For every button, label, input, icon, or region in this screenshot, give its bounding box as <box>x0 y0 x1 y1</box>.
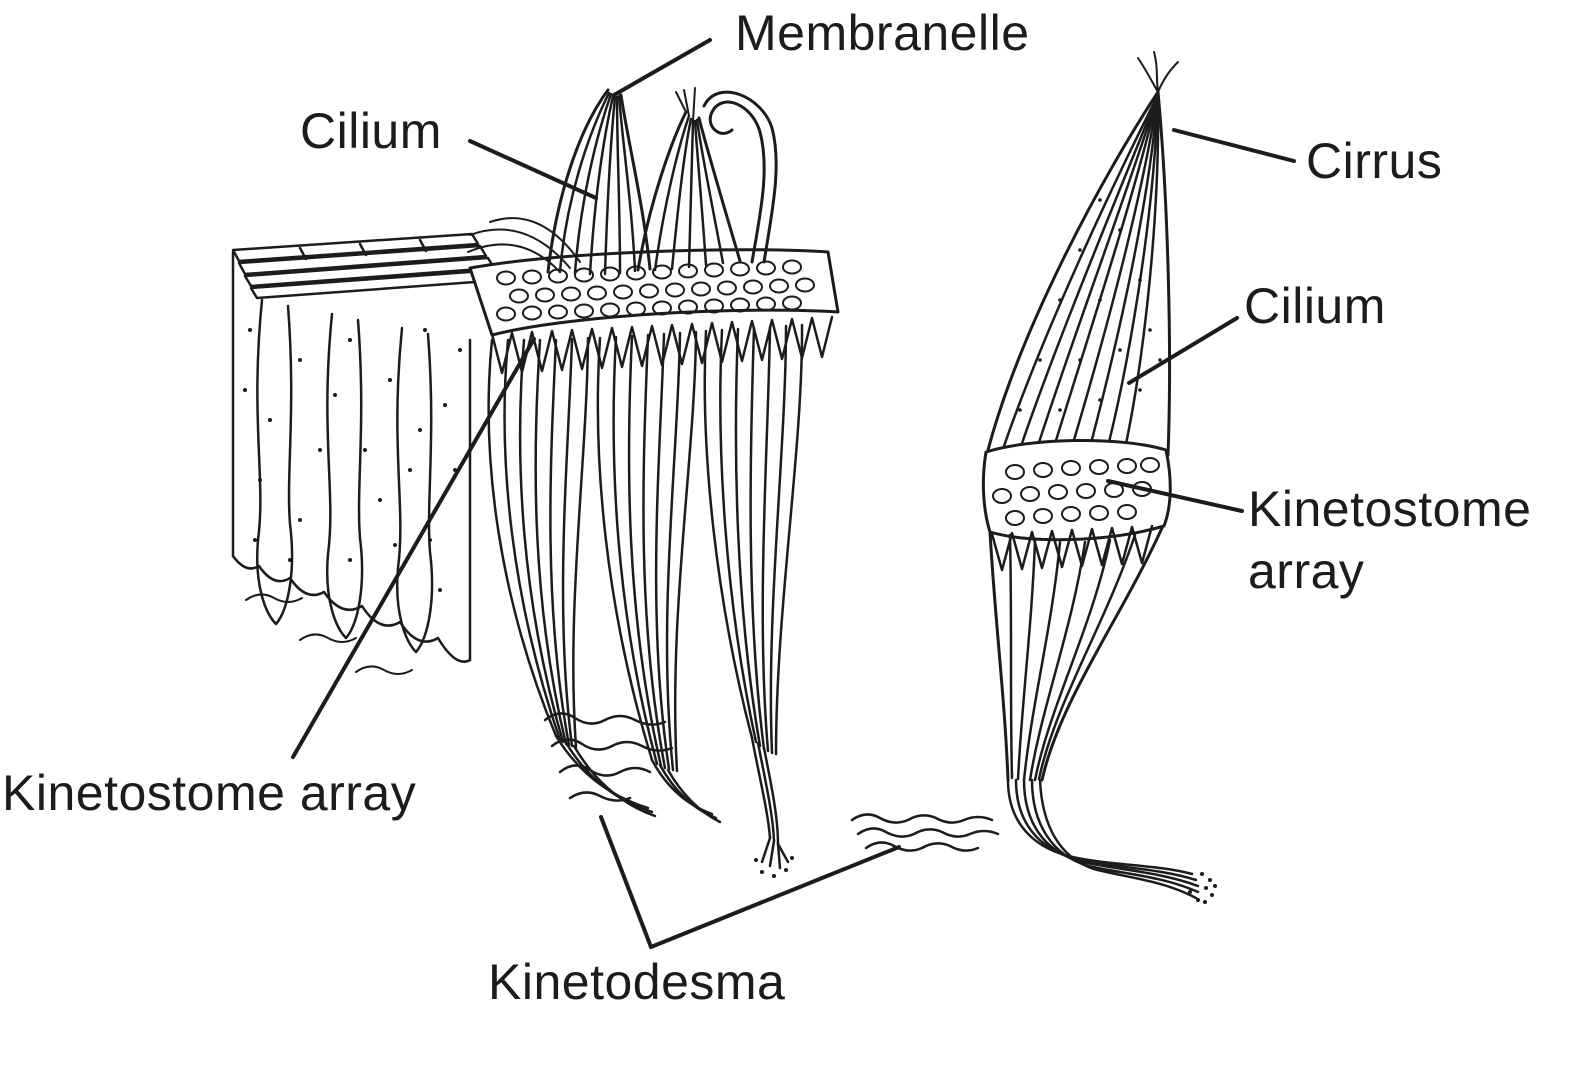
leader-kinetostome-right <box>1106 479 1244 513</box>
kinetosome-dots-left <box>496 259 815 322</box>
leader-kinetostome-left <box>291 337 536 759</box>
leader-kinetodesma-right <box>649 845 901 949</box>
cortex-block <box>231 232 504 675</box>
leader-cilium-right <box>1127 316 1239 385</box>
kinetodesma-fibers-right <box>850 813 1000 852</box>
label-membranelle: Membranelle <box>735 5 1030 61</box>
label-cirrus: Cirrus <box>1306 133 1443 189</box>
tail-stipple-right <box>1188 872 1217 904</box>
block-stipple <box>243 328 462 592</box>
cirrus-fan <box>986 51 1179 464</box>
leader-lines <box>291 38 1296 949</box>
cilia-teeth-right <box>990 524 1154 572</box>
label-kinetostome-array-left: Kinetostome array <box>2 765 417 821</box>
label-kinetostome-array-right-line1: Kinetostome <box>1248 481 1532 537</box>
kinetodesma-fibers-left <box>543 712 674 802</box>
label-kinetostome-array-right-line2: array <box>1248 543 1365 599</box>
label-cilium-left: Cilium <box>300 103 442 159</box>
membranelle-tufts <box>467 87 742 276</box>
leader-cirrus <box>1172 128 1296 163</box>
leader-cilium-left <box>468 139 598 200</box>
fiber-bundles-left <box>487 323 804 878</box>
curled-cilium <box>702 90 778 264</box>
kinetosome-plate-left <box>468 248 840 337</box>
label-cilium-right: Cilium <box>1244 278 1386 334</box>
label-kinetodesma: Kinetodesma <box>488 954 786 1010</box>
kinetosome-plate-right <box>981 439 1172 542</box>
leader-membranelle <box>612 38 712 97</box>
cirrus-stipple <box>1018 198 1162 412</box>
leader-kinetodesma-left <box>599 815 653 949</box>
label-kinetostome-array-right: Kinetostome array <box>1248 478 1531 602</box>
fiber-bundles-right <box>988 526 1217 904</box>
ink-layer <box>231 38 1296 949</box>
cilia-teeth-left <box>490 315 834 375</box>
